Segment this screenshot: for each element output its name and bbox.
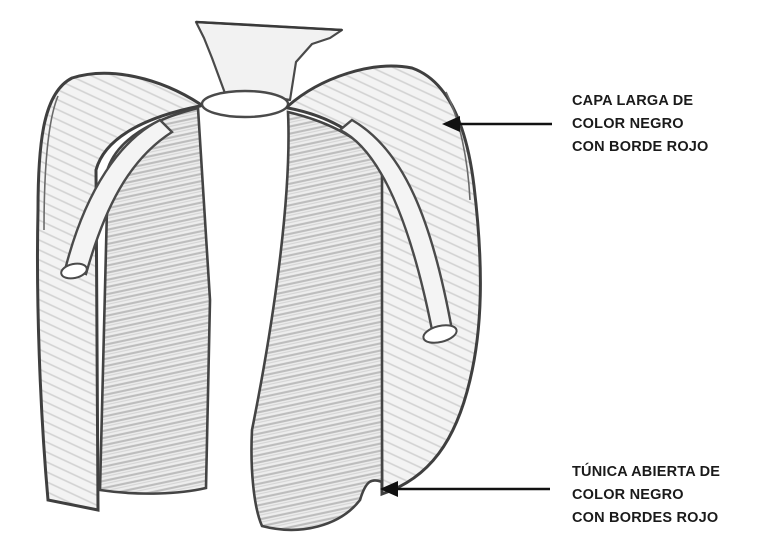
cape-label-line-3: CON BORDE ROJO [572, 136, 757, 159]
garment-sketch [0, 0, 545, 547]
tunic-label-line-3: CON BORDES ROJO [572, 507, 757, 530]
tunic-arrow [378, 480, 553, 498]
tunic-right [251, 112, 382, 530]
cape-arrow [440, 115, 555, 133]
tunic-label-line-2: COLOR NEGRO [572, 484, 757, 507]
cape-label: CAPA LARGA DE COLOR NEGRO CON BORDE ROJO [572, 90, 757, 159]
tunic-label-line-1: TÚNICA ABIERTA DE [572, 461, 757, 484]
cape-label-line-1: CAPA LARGA DE [572, 90, 757, 113]
cape-label-line-2: COLOR NEGRO [572, 113, 757, 136]
tunic-label: TÚNICA ABIERTA DE COLOR NEGRO CON BORDES… [572, 461, 757, 530]
